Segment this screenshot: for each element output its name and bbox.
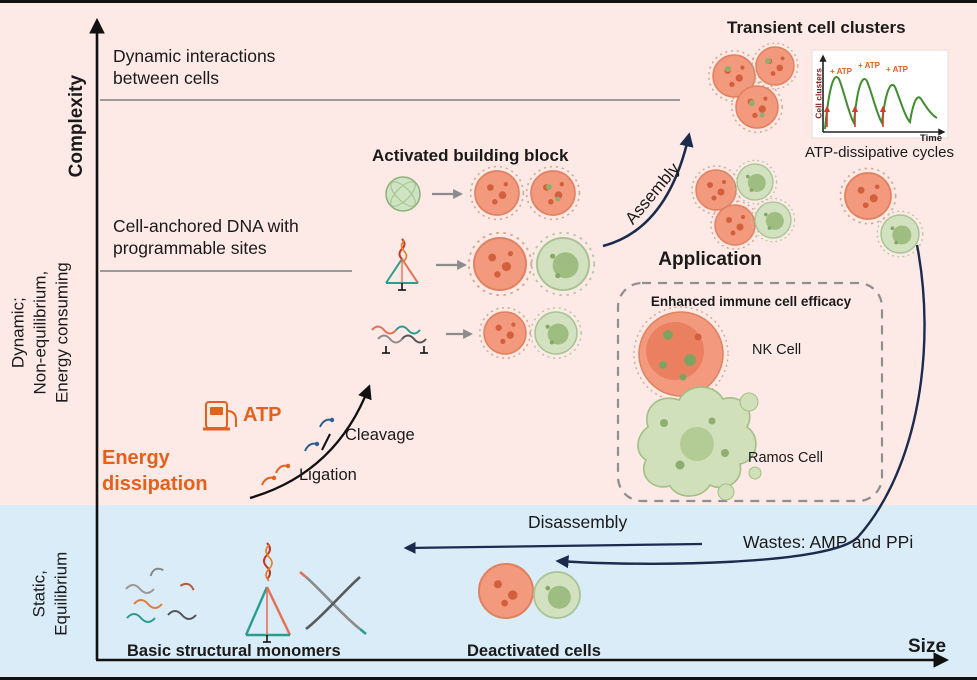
inset-ylabel: Cell clusters [813,68,824,119]
cell-cluster [708,42,799,133]
inset-line-series [824,76,938,130]
lower-region-label: Static, Equilibrium [29,551,70,636]
atp-label: ATP [243,404,282,426]
cycle-return-arrow [555,244,926,569]
monomer-tetrahedron-icon [244,542,292,643]
dna-strands-icon [371,325,428,354]
enhanced-immune-label: Enhanced immune cell efficacy [650,294,852,309]
ramos-cell-label: Ramos Cell [748,450,823,466]
atp-cycles-title: ATP-dissipative cycles [805,144,954,161]
diagram-graphics [89,17,950,668]
application-label: Application [658,249,762,270]
activated-cells [467,165,596,359]
fuel-pump-icon [203,401,237,431]
mesh-sphere-icon [385,176,421,212]
transient-cell-clusters-label: Transient cell clusters [727,18,906,37]
dispersed-activated-cells [691,159,924,258]
assembly-arrow [602,132,694,248]
nk-cell-illustration [633,306,729,402]
deactivated-cells-illustration [477,562,581,620]
basic-structural-monomers-label: Basic structural monomers [127,642,341,660]
x-axis-label: Size [908,636,947,657]
inset-atp-annotation-1: + ATP [830,67,853,76]
disassembly-label: Disassembly [528,512,628,532]
cleavage-label: Cleavage [345,426,415,444]
cell-anchored-dna-label: Cell-anchored DNA with programmable site… [113,216,299,259]
deactivated-cells-label: Deactivated cells [467,642,601,660]
nk-cell-label: NK Cell [752,342,802,358]
ramos-cell-illustration [637,386,762,501]
energy-dissipation-arrow [249,384,372,500]
activated-building-block-label: Activated building block [372,146,569,165]
monomer-duplex-icon [299,571,367,635]
dynamic-interactions-label: Dynamic interactions between cells [113,46,276,89]
application-box [616,281,884,503]
monomer-strands-icon [125,567,197,623]
atp-cycles-inset-chart [811,49,949,139]
y-axis-label: Complexity [65,74,87,178]
ligation-label: Ligation [299,466,357,484]
main-axes [89,17,950,668]
upper-region-label: Dynamic; Non-equilibrium, Energy consumi… [8,262,71,404]
cleavage-icon [304,417,335,452]
inset-atp-annotation-3: + ATP [886,65,909,74]
energy-dissipation-label: Energy dissipation [102,447,208,495]
disassembly-arrow [403,541,703,554]
wastes-label: Wastes: AMP and PPi [743,532,914,552]
inset-xlabel: Time [920,133,943,144]
ligation-icon [261,463,291,486]
inset-atp-annotation-2: + ATP [858,61,881,70]
dna-tetrahedron-icon [385,238,419,291]
building-block-arrows [432,189,473,339]
